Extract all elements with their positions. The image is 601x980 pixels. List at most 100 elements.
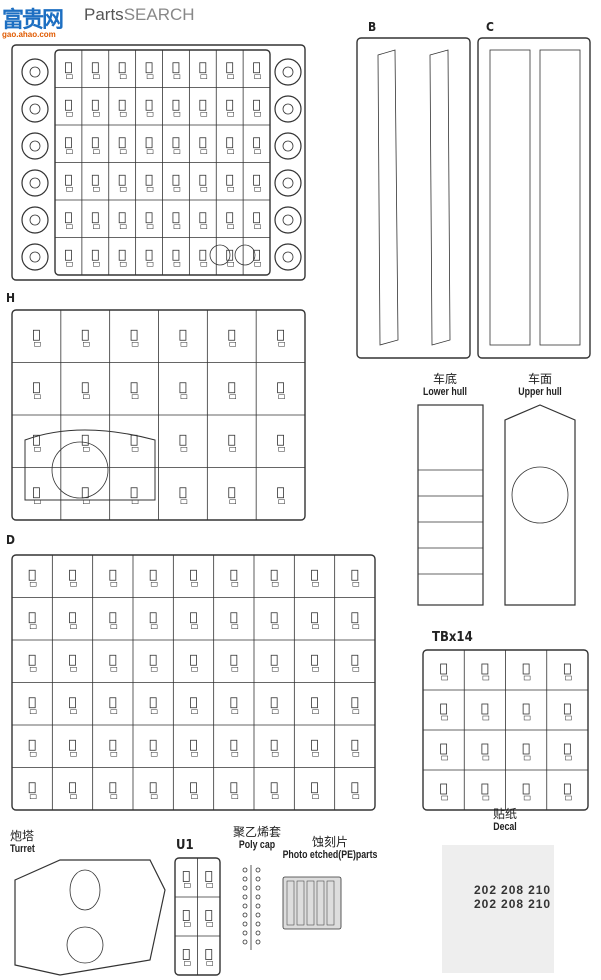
- part: [563, 703, 571, 715]
- part-number-tag: [200, 224, 208, 229]
- logo-search: SEARCH: [123, 5, 195, 24]
- part-number-tag: [173, 149, 181, 154]
- turret-base: [24, 429, 156, 501]
- part: [69, 569, 76, 581]
- part-number-tag: [34, 447, 41, 452]
- part: [33, 329, 40, 341]
- part-number-tag: [312, 794, 319, 799]
- part: [130, 487, 138, 499]
- part-number-tag: [29, 582, 37, 587]
- part: [311, 569, 318, 581]
- part-number-tag: [191, 582, 198, 587]
- part-number-tag: [34, 394, 41, 399]
- part-number-tag: [66, 112, 73, 117]
- part-number-tag: [131, 447, 139, 452]
- pe-fret: [282, 876, 342, 930]
- part: [522, 783, 530, 795]
- part-number-tag: [70, 794, 77, 799]
- part: [130, 382, 138, 394]
- part-number-tag: [29, 794, 37, 799]
- part-number-tag: [150, 752, 158, 757]
- part-number-tag: [173, 112, 181, 117]
- part-number-tag: [231, 582, 239, 587]
- part-number-tag: [254, 224, 261, 229]
- part-number-tag: [180, 394, 188, 399]
- part: [226, 99, 234, 111]
- part: [563, 783, 571, 795]
- part: [228, 382, 236, 394]
- part-number-tag: [173, 187, 181, 192]
- part-number-tag: [254, 149, 261, 154]
- poly-cap: [242, 921, 248, 927]
- logo-overlay: Parts: [84, 5, 124, 24]
- wheel-hub: [282, 214, 294, 226]
- part: [226, 212, 234, 224]
- part: [228, 487, 236, 499]
- wheel-hub: [29, 214, 41, 226]
- part: [230, 654, 238, 666]
- part: [69, 612, 76, 624]
- poly-cap: [242, 903, 248, 909]
- part: [149, 569, 157, 581]
- part: [91, 137, 99, 149]
- part: [190, 569, 197, 581]
- part-number-tag: [312, 624, 319, 629]
- wheel-hub: [29, 251, 41, 263]
- part: [230, 782, 238, 794]
- part-number-tag: [271, 794, 279, 799]
- part-number-tag: [146, 224, 154, 229]
- part-number-tag: [119, 149, 127, 154]
- part-number-tag: [227, 262, 234, 267]
- part-number-tag: [523, 755, 531, 761]
- part-number-tag: [200, 149, 208, 154]
- sprue-a-frame: [11, 44, 306, 281]
- part-number-tag: [110, 582, 118, 587]
- part: [172, 174, 180, 186]
- part-number-tag: [482, 755, 490, 761]
- part: [172, 249, 180, 261]
- part: [440, 663, 448, 675]
- turret-ring: [51, 441, 109, 499]
- part-number-tag: [523, 675, 531, 681]
- part: [190, 654, 197, 666]
- part: [481, 743, 489, 755]
- part-number-tag: [180, 499, 188, 504]
- part-number-tag: [227, 187, 234, 192]
- part-number-tag: [352, 709, 360, 714]
- wheel-hub: [29, 140, 41, 152]
- part: [440, 783, 448, 795]
- part-number-tag: [93, 74, 100, 79]
- part: [190, 697, 197, 709]
- caption-en: Lower hull: [423, 386, 467, 398]
- poly-cap: [255, 903, 261, 909]
- part: [145, 249, 153, 261]
- part-number-tag: [93, 187, 100, 192]
- part-number-tag: [191, 667, 198, 672]
- part-number-tag: [271, 582, 279, 587]
- part: [481, 783, 489, 795]
- part-number-tag: [110, 794, 118, 799]
- part-number-tag: [146, 74, 154, 79]
- part: [69, 697, 76, 709]
- part: [522, 663, 530, 675]
- part-number-tag: [66, 224, 73, 229]
- part: [205, 871, 213, 882]
- part: [351, 569, 359, 581]
- part-number-tag: [352, 582, 360, 587]
- part-number-tag: [312, 582, 319, 587]
- part-number-tag: [254, 112, 261, 117]
- part: [277, 382, 284, 394]
- decal-number: 210: [528, 897, 552, 911]
- part-number-tag: [29, 709, 37, 714]
- part: [65, 212, 72, 224]
- road-wheel: [274, 58, 302, 86]
- wheel-hub: [282, 140, 294, 152]
- part: [205, 949, 213, 960]
- part-number-tag: [229, 447, 236, 452]
- road-wheel: [21, 95, 49, 123]
- part-number-tag: [110, 667, 118, 672]
- part-number-tag: [184, 883, 191, 888]
- poly-cap: [242, 930, 248, 936]
- decal-number: 208: [501, 883, 525, 897]
